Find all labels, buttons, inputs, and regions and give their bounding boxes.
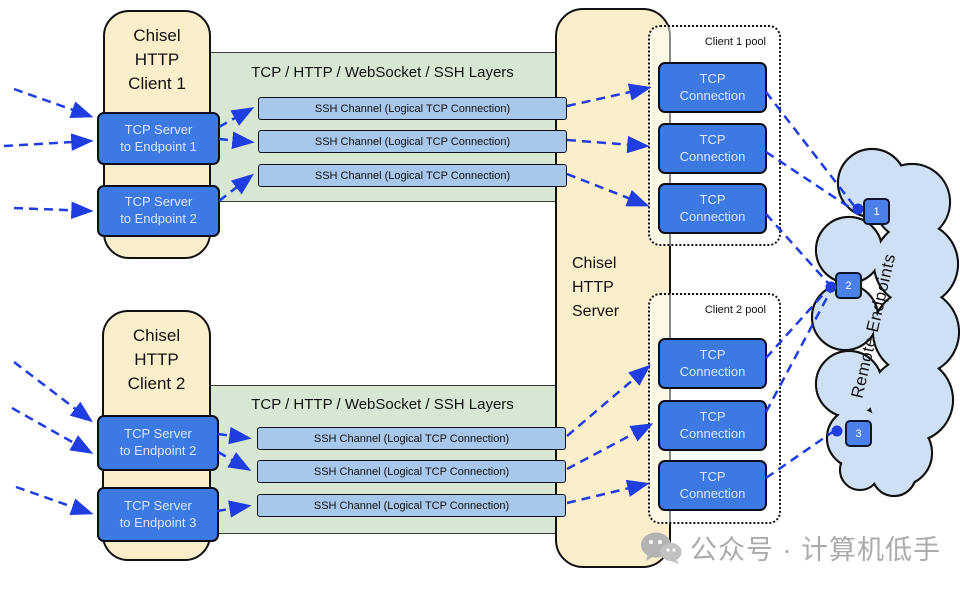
endpoint-square-3: 3 — [845, 420, 872, 447]
ssh-channel-bar: SSH Channel (Logical TCP Connection) — [257, 494, 566, 517]
tcp-server-endpoint3-box: TCP Server to Endpoint 3 — [97, 487, 219, 542]
endpoint-square-1: 1 — [863, 198, 890, 225]
tcp-server-endpoint2b-box: TCP Server to Endpoint 2 — [97, 415, 219, 471]
watermark-text: 公众号 · 计算机低手 — [690, 535, 941, 565]
wechat-icon — [641, 532, 682, 564]
layers-band-label: TCP / HTTP / WebSocket / SSH Layers — [251, 64, 514, 81]
ssh-channel-bar: SSH Channel (Logical TCP Connection) — [258, 130, 567, 153]
chisel-http-server-title: Chisel HTTP Server — [572, 255, 620, 320]
tcp-server-endpoint2-box: TCP Server to Endpoint 2 — [97, 185, 220, 237]
ssh-channel-bar: SSH Channel (Logical TCP Connection) — [258, 97, 567, 120]
tcp-server-endpoint1-box: TCP Server to Endpoint 1 — [97, 112, 220, 165]
ssh-channel-bar: SSH Channel (Logical TCP Connection) — [257, 460, 566, 483]
endpoint-square-2: 2 — [835, 272, 862, 299]
client2-title: Chisel HTTP Client 2 — [127, 326, 186, 393]
watermark: 公众号 · 计算机低手 — [640, 528, 941, 567]
ssh-channel-bar: SSH Channel (Logical TCP Connection) — [257, 427, 566, 450]
client1-pool-label: Client 1 pool — [704, 36, 766, 48]
layers-band-label: TCP / HTTP / WebSocket / SSH Layers — [251, 396, 514, 413]
ssh-channel-bar: SSH Channel (Logical TCP Connection) — [258, 164, 567, 187]
client1-title: Chisel HTTP Client 1 — [128, 26, 186, 93]
client2-pool-label: Client 2 pool — [704, 304, 766, 316]
